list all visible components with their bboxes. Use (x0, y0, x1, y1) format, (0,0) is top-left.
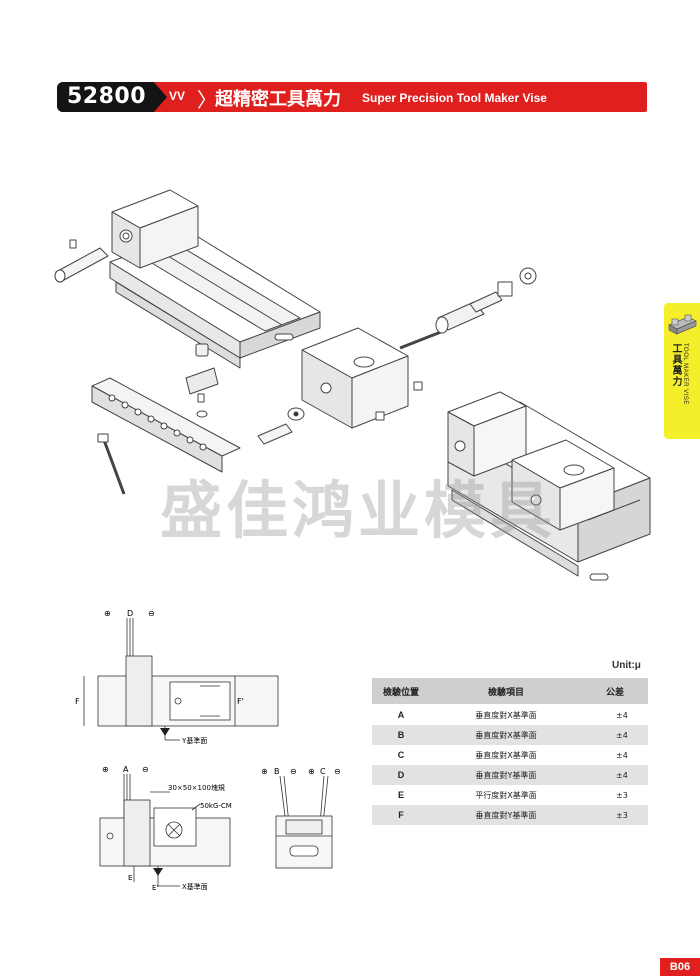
inspection-diagram-top: ⊕ D ⊖ F F' Y基準面 (75, 609, 279, 744)
label-e: E (128, 874, 132, 882)
side-tab-label-en: TOOL MAKER VISE (682, 343, 688, 405)
cell-tolerance: ±3 (582, 785, 648, 805)
ref-x-plane: X基準面 (182, 882, 208, 891)
watermark-text: 盛佳鸿业模具 (160, 474, 557, 547)
cell-position: E (372, 785, 430, 805)
torque-label: 50kG-CM (200, 802, 232, 810)
table-header-row: 檢驗位置 檢驗項目 公差 (372, 678, 648, 705)
minus-symbol: ⊖ (290, 767, 297, 776)
plus-symbol: ⊕ (104, 609, 111, 618)
table-row: E 平行度對X基準面 ±3 (372, 785, 648, 805)
cell-item: 垂直度對Y基準面 (430, 765, 582, 785)
table-row: A 垂直度對X基準面 ±4 (372, 704, 648, 725)
header-position: 檢驗位置 (372, 678, 430, 705)
minus-symbol: ⊖ (142, 765, 149, 774)
table-row: C 垂直度對X基準面 ±4 (372, 745, 648, 765)
inspection-diagram-bottom-left: ⊕ A ⊖ 30×50×100塊規 50kG-CM E E' X基準面 (99, 765, 232, 892)
inspection-diagram-bottom-right: ⊕ B ⊖ ⊕ C ⊖ (262, 767, 341, 869)
table-row: F 垂直度對Y基準面 ±3 (372, 805, 648, 825)
cell-position: A (372, 704, 430, 725)
label-d: D (127, 609, 133, 618)
cell-item: 垂直度對X基準面 (430, 725, 582, 745)
moving-jaw-side (351, 355, 409, 429)
header-banner: 52800 VV 〉 超精密工具萬力 Super Precision Tool … (57, 82, 647, 112)
cell-tolerance: ±4 (582, 745, 648, 765)
cell-position: D (372, 765, 430, 785)
fixed-jaw-side (139, 205, 199, 269)
side-tab-label-zh: 工具萬力 (670, 343, 681, 387)
side-category-tab[interactable]: 工具萬力 TOOL MAKER VISE (664, 303, 700, 439)
vise-thumbnail-icon (668, 314, 697, 335)
header-model-badge (57, 82, 167, 112)
adjust-bar (91, 377, 241, 457)
plus-symbol: ⊕ (102, 765, 109, 774)
gauge-block-label: 30×50×100塊規 (168, 783, 225, 792)
cell-tolerance: ±3 (582, 805, 648, 825)
inspection-table: 檢驗位置 檢驗項目 公差 A 垂直度對X基準面 ±4 B 垂直度對X基準面 ±4… (372, 678, 648, 825)
label-c: C (320, 767, 326, 776)
minus-symbol: ⊖ (334, 767, 341, 776)
cell-position: C (372, 745, 430, 765)
cell-position: F (372, 805, 430, 825)
cell-item: 垂直度對Y基準面 (430, 805, 582, 825)
label-f: F (75, 697, 80, 706)
minus-symbol: ⊖ (148, 609, 155, 618)
cell-item: 垂直度對X基準面 (430, 704, 582, 725)
label-b: B (274, 767, 280, 776)
unit-label: Unit:μ (612, 660, 641, 671)
cell-item: 平行度對X基準面 (430, 785, 582, 805)
plus-symbol: ⊕ (262, 767, 268, 776)
cell-tolerance: ±4 (582, 704, 648, 725)
header-tolerance: 公差 (582, 678, 648, 705)
cell-item: 垂直度對X基準面 (430, 745, 582, 765)
header-item: 檢驗項目 (430, 678, 582, 705)
page-number: B06 (660, 958, 700, 976)
chevron-right-icon: 〉 (197, 90, 217, 112)
clamp-key (185, 367, 219, 395)
cell-tolerance: ±4 (582, 725, 648, 745)
label-a: A (123, 765, 129, 774)
cell-tolerance: ±4 (582, 765, 648, 785)
vise-exploded-illustration (54, 189, 651, 581)
ref-y-plane: Y基準面 (181, 736, 207, 744)
table-row: B 垂直度對X基準面 ±4 (372, 725, 648, 745)
plus-symbol: ⊕ (308, 767, 315, 776)
label-f-prime: F' (237, 697, 244, 706)
series-code: VV (169, 89, 186, 103)
title-chinese: 超精密工具萬力 (215, 89, 341, 110)
table-row: D 垂直度對Y基準面 ±4 (372, 765, 648, 785)
title-english: Super Precision Tool Maker Vise (362, 91, 547, 105)
model-number: 52800 (67, 84, 147, 109)
cell-position: B (372, 725, 430, 745)
label-e-prime: E' (152, 884, 158, 892)
